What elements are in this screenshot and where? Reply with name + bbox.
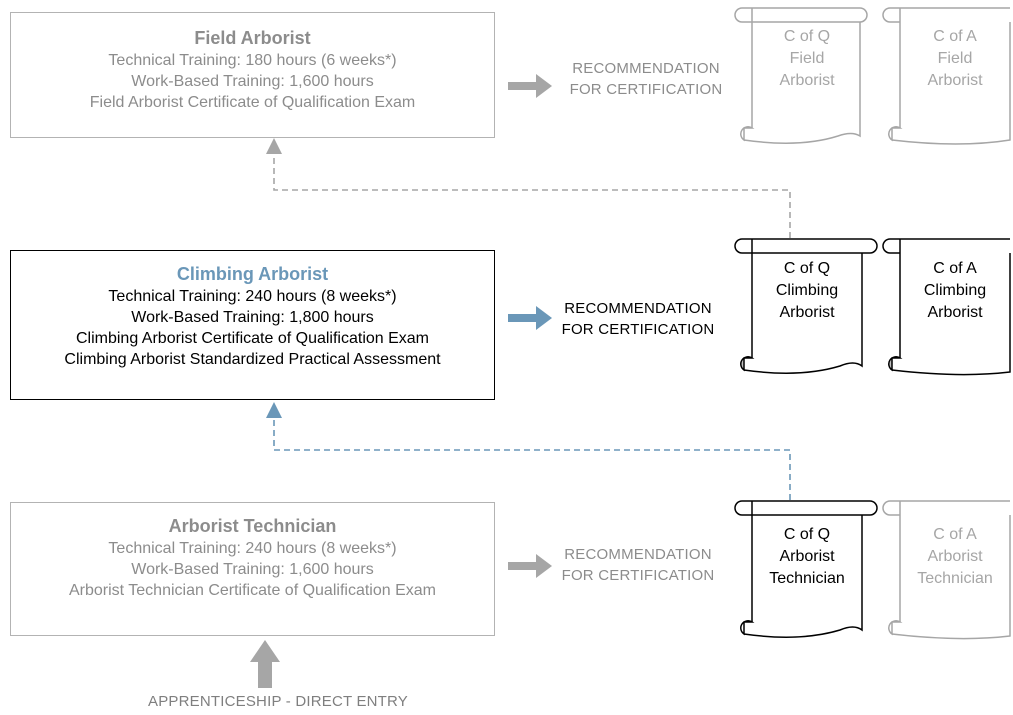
certificate-line: Climbing	[775, 282, 839, 299]
recommendation-line: FOR CERTIFICATION	[561, 321, 715, 338]
certificate-cofa-climbing: C of A Climbing Arborist	[900, 258, 1010, 324]
certificate-line: Technician	[917, 570, 993, 587]
certificate-cofq-field: C of Q Field Arborist	[752, 26, 862, 92]
certificate-cofq-technician: C of Q Arborist Technician	[752, 524, 862, 590]
certificate-line: Field	[937, 50, 973, 67]
level-title: Arborist Technician	[168, 516, 337, 536]
certificate-line: C of A	[933, 526, 977, 543]
dashed-connector-field	[266, 138, 791, 238]
certificate-cofa-technician: C of A Arborist Technician	[900, 524, 1010, 590]
certificate-line: C of Q	[783, 28, 831, 45]
recommendation-line: RECOMMENDATION	[564, 546, 712, 563]
certificate-line: Arborist	[927, 304, 983, 321]
arrow-direct-entry	[250, 640, 280, 688]
scroll-cofq-technician	[734, 500, 878, 638]
recommendation-label-field: RECOMMENDATION FOR CERTIFICATION	[556, 58, 736, 100]
certificate-line: Climbing	[923, 282, 987, 299]
direct-entry-label: APPRENTICESHIP - DIRECT ENTRY	[148, 693, 409, 710]
scroll-cofq-field	[734, 7, 868, 144]
level-title: Climbing Arborist	[176, 264, 329, 284]
scroll-cofa-climbing	[882, 238, 1011, 376]
level-box-climbing-arborist: Climbing Arborist Technical Training: 24…	[10, 250, 495, 400]
level-line: Climbing Arborist Certificate of Qualifi…	[75, 330, 430, 347]
certificate-line: C of Q	[783, 526, 831, 543]
recommendation-line: RECOMMENDATION	[572, 60, 720, 77]
level-line: Field Arborist Certificate of Qualificat…	[89, 94, 416, 111]
certificate-cofa-field: C of A Field Arborist	[900, 26, 1010, 92]
certificate-line: Arborist	[779, 72, 835, 89]
arrow-technician-recommendation	[508, 554, 552, 578]
certificate-line: Arborist	[927, 548, 983, 565]
certificate-cofq-climbing: C of Q Climbing Arborist	[752, 258, 862, 324]
level-line: Technical Training: 240 hours (8 weeks*)	[108, 288, 397, 305]
certificate-line: Arborist	[779, 304, 835, 321]
level-line: Work-Based Training: 1,800 hours	[131, 309, 374, 326]
level-line: Arborist Technician Certificate of Quali…	[69, 582, 436, 599]
level-line: Work-Based Training: 1,600 hours	[131, 561, 374, 578]
level-title: Field Arborist	[194, 28, 311, 48]
level-line: Work-Based Training: 1,600 hours	[131, 73, 374, 90]
certificate-line: C of A	[933, 260, 977, 277]
recommendation-line: RECOMMENDATION	[564, 300, 712, 317]
level-line: Technical Training: 180 hours (6 weeks*)	[108, 52, 397, 69]
arrow-climbing-recommendation	[508, 306, 552, 330]
recommendation-line: FOR CERTIFICATION	[569, 81, 723, 98]
certificate-line: Field	[789, 50, 825, 67]
certificate-line: Technician	[769, 570, 845, 587]
level-line: Climbing Arborist Standardized Practical…	[64, 351, 441, 368]
level-box-field-arborist: Field Arborist Technical Training: 180 h…	[10, 12, 495, 138]
arrow-field-recommendation	[508, 74, 552, 98]
certificate-line: C of A	[933, 28, 977, 45]
scroll-cofa-technician	[882, 500, 1011, 640]
level-box-arborist-technician: Arborist Technician Technical Training: …	[10, 502, 495, 636]
scroll-cofa-field	[882, 7, 1011, 145]
certificate-line: C of Q	[783, 260, 831, 277]
certificate-line: Arborist	[927, 72, 983, 89]
recommendation-label-technician: RECOMMENDATION FOR CERTIFICATION	[548, 544, 728, 586]
recommendation-label-climbing: RECOMMENDATION FOR CERTIFICATION	[548, 298, 728, 340]
level-line: Technical Training: 240 hours (8 weeks*)	[108, 540, 397, 557]
dashed-connector-climbing	[266, 402, 791, 500]
scroll-cofq-climbing	[734, 238, 878, 374]
recommendation-line: FOR CERTIFICATION	[561, 567, 715, 584]
certificate-line: Arborist	[779, 548, 835, 565]
